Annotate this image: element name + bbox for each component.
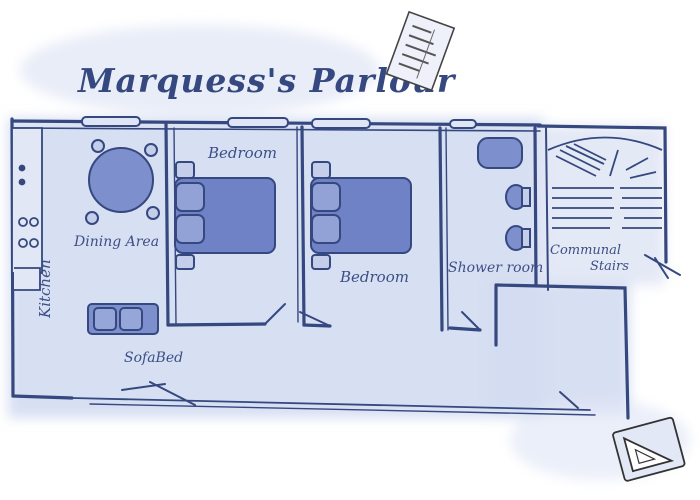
label-sofa-bed: SofaBed (124, 350, 183, 366)
dining-table (85, 139, 160, 225)
label-bedroom-2: Bedroom (339, 268, 409, 286)
label-kitchen: Kitchen (36, 259, 54, 319)
set-square-ruler-icon (612, 416, 686, 482)
label-bedroom-1: Bedroom (207, 144, 277, 162)
label-dining-area: Dining Area (73, 234, 159, 250)
bed-1 (174, 161, 276, 270)
label-stairs: Stairs (590, 259, 629, 274)
label-communal: Communal (550, 243, 621, 258)
floor-plan-paper-icon (385, 10, 456, 92)
kitchen-counter (11, 127, 43, 291)
watercolor-wash (8, 25, 690, 480)
door-swings (121, 254, 681, 409)
windows (81, 116, 477, 129)
shower-room-fixtures (477, 137, 531, 251)
label-shower-room: Shower room (448, 260, 543, 276)
bed-2 (310, 161, 412, 270)
sofa-bed (87, 303, 159, 335)
communal-stairs (547, 136, 663, 229)
